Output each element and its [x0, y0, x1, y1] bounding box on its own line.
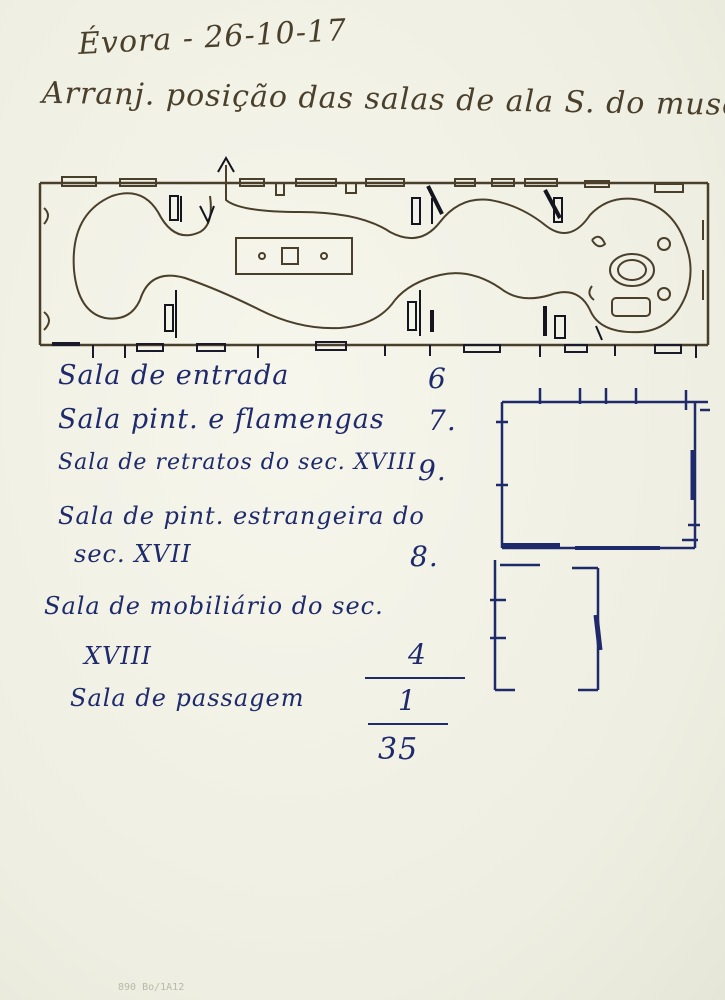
room-plan-lower — [490, 560, 603, 692]
top-wall-openings — [61, 176, 684, 196]
room-number-3: 9. — [418, 454, 447, 487]
room-label-3: Sala de retratos do sec. XVIII — [58, 450, 417, 475]
room-total: 35 — [378, 732, 419, 767]
room-label-7: XVIII — [84, 642, 152, 670]
room-label-4: Sala de pint. estrangeira do — [58, 502, 425, 530]
side-wall-openings — [43, 207, 704, 331]
bottom-wall-openings — [52, 341, 697, 358]
room-number-8: 1 — [398, 684, 417, 717]
room-label-5: sec. XVII — [74, 540, 192, 568]
room-number-7: 4 — [408, 638, 427, 671]
route-arrows — [199, 155, 235, 225]
room-number-1: 6 — [428, 362, 447, 395]
room-label-1: Sala de entrada — [58, 360, 290, 391]
visitor-route — [72, 165, 692, 334]
room-label-6: Sala de mobiliário do sec. — [44, 592, 384, 620]
room-label-2: Sala pint. e flamengas — [58, 404, 385, 435]
display-stands — [164, 185, 603, 341]
tally-lines — [365, 677, 465, 725]
archive-reference: 890 Bo/1A12 — [118, 982, 185, 993]
room-label-8: Sala de passagem — [70, 684, 305, 712]
end-room-seating — [588, 235, 671, 317]
central-display-case — [235, 237, 353, 275]
room-number-2: 7. — [428, 404, 457, 437]
room-number-5: 8. — [410, 540, 439, 573]
gallery-outline — [38, 181, 710, 347]
room-plan-upper — [496, 388, 710, 550]
